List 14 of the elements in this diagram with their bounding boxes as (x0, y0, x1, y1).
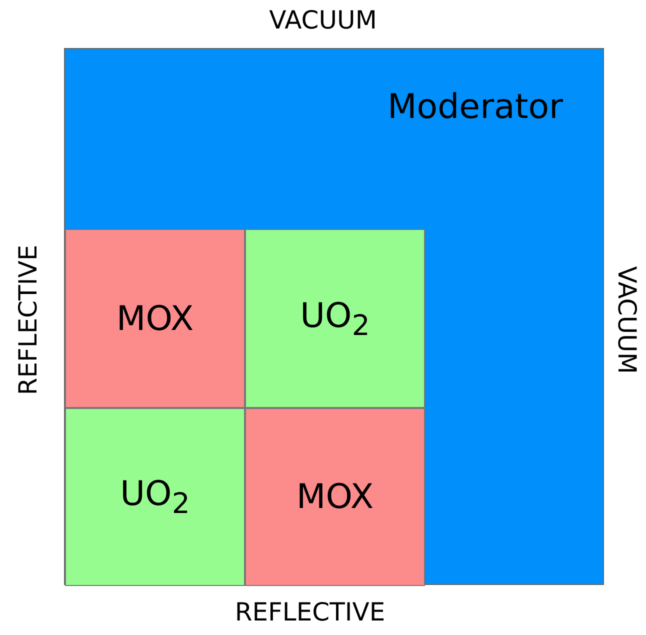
fuel-assembly (65, 229, 245, 408)
region-label: Moderator (387, 87, 563, 127)
boundary-condition-label: REFLECTIVE (234, 598, 386, 626)
moderator-region (64, 48, 604, 585)
boundary-condition-label: VACUUM (269, 6, 377, 34)
fuel-assembly (245, 408, 425, 586)
region-label: MOX (116, 298, 194, 338)
boundary-condition-label: REFLECTIVE (14, 244, 42, 396)
region-label: UO$_{2}$ (300, 296, 370, 342)
region-label: UO$_{2}$ (120, 474, 190, 520)
region-label: MOX (296, 477, 374, 517)
fuel-assembly (65, 408, 245, 586)
boundary-condition-label: VACUUM (612, 266, 642, 374)
fuel-assembly (245, 229, 425, 408)
